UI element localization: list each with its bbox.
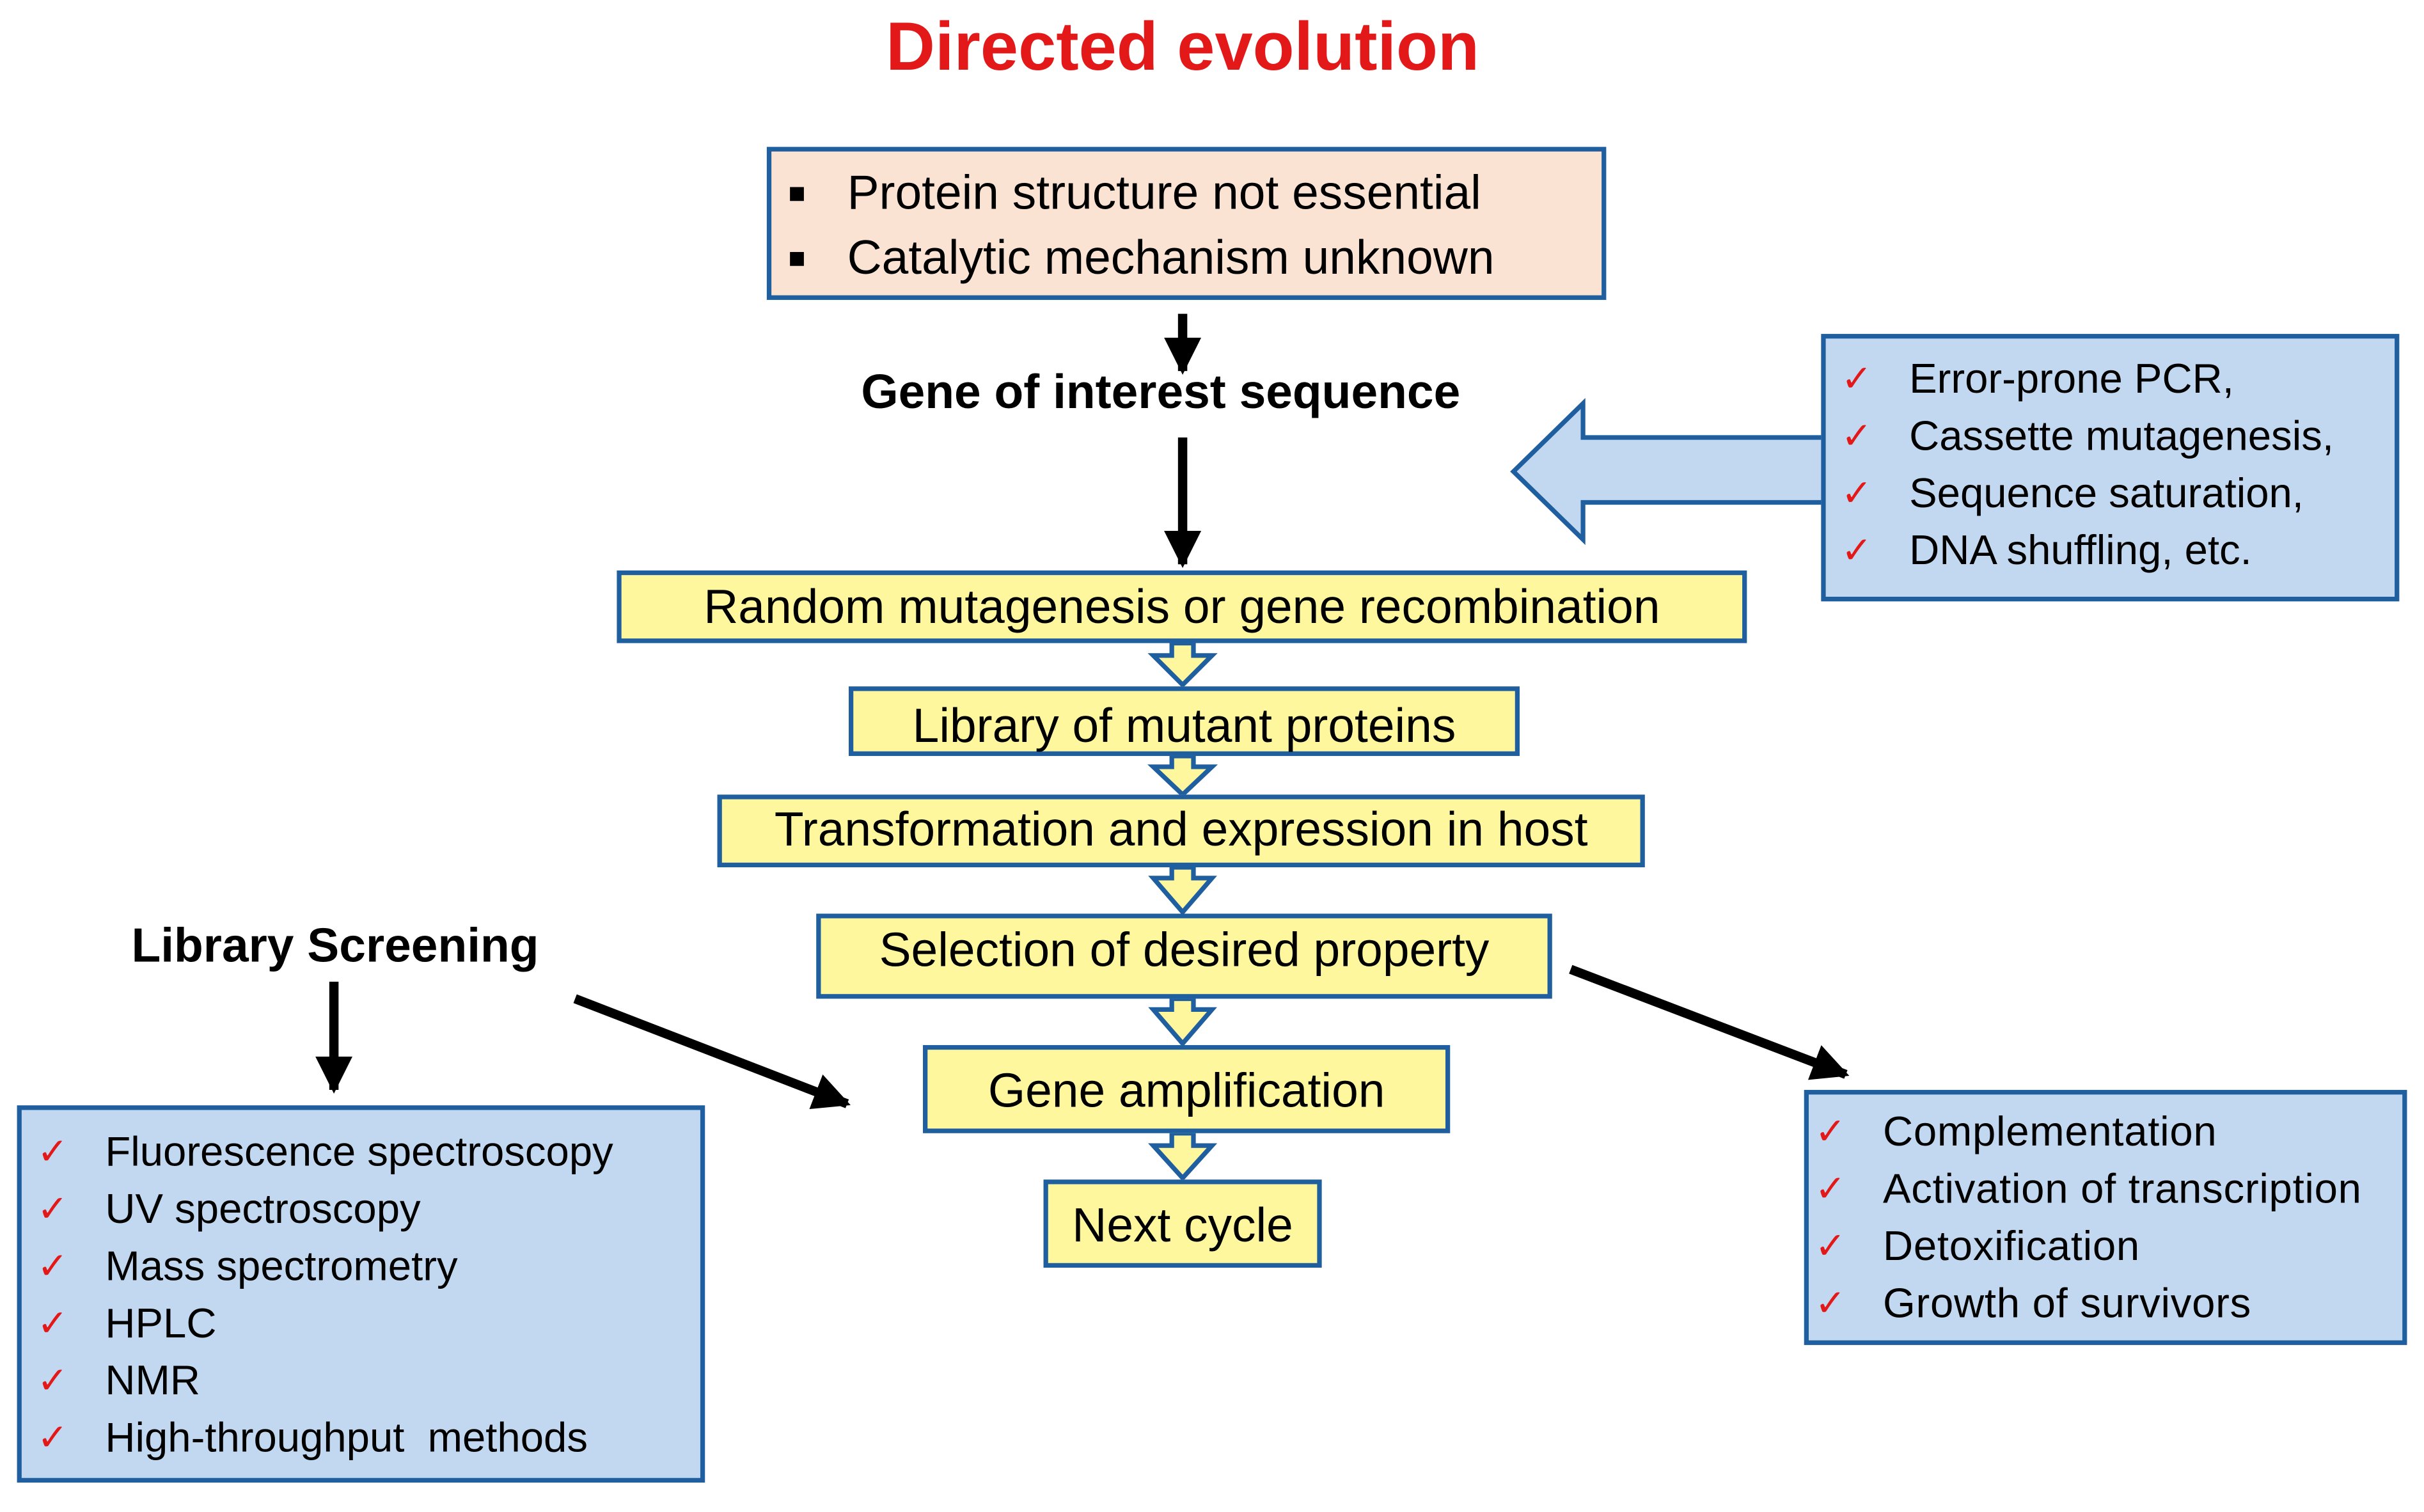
arrow-selection-to-methods — [1569, 965, 1850, 1080]
hollow-down-arrow-icon — [1147, 753, 1218, 798]
method-item: ✓ DNA shuffling, etc. — [1841, 527, 2252, 574]
check-mark-icon: ✓ — [1814, 1283, 1846, 1325]
mutagenesis-methods-box: ✓ Error-prone PCR, ✓ Cassette mutagenesi… — [1821, 334, 2400, 602]
screening-methods-box: ✓ Fluorescence spectroscopy ✓ UV spectro… — [17, 1105, 705, 1483]
check-mark-icon: ✓ — [1841, 473, 1873, 515]
check-mark-icon: ✓ — [37, 1303, 68, 1345]
check-mark-icon: ✓ — [37, 1246, 68, 1288]
selection-item: ✓ Growth of survivors — [1814, 1280, 2251, 1327]
hollow-down-arrow-icon — [1147, 1131, 1218, 1182]
screening-item: ✓ Mass spectrometry — [37, 1243, 458, 1289]
screening-item: ✓ High-throughput methods — [37, 1414, 588, 1461]
hollow-down-arrow-icon — [1147, 640, 1218, 688]
premise-item: Protein structure not essential — [771, 161, 1602, 226]
check-mark-icon: ✓ — [37, 1131, 68, 1174]
square-bullet-icon — [790, 251, 804, 265]
step-transformation-expression: Transformation and expression in host — [717, 794, 1645, 867]
check-mark-icon: ✓ — [37, 1417, 68, 1460]
method-item: ✓ Error-prone PCR, — [1841, 355, 2234, 402]
selection-item: ✓ Activation of transcription — [1814, 1165, 2362, 1213]
hollow-down-arrow-icon — [1148, 996, 1217, 1048]
step-selection: Selection of desired property — [816, 913, 1552, 999]
method-item: ✓ Cassette mutagenesis, — [1841, 413, 2334, 459]
step-random-mutagenesis: Random mutagenesis or gene recombination — [617, 570, 1747, 643]
screening-item: ✓ Fluorescence spectroscopy — [37, 1128, 613, 1175]
hollow-down-arrow-icon — [1148, 865, 1217, 916]
method-item: ✓ Sequence saturation, — [1841, 469, 2304, 517]
selection-item: ✓ Detoxification — [1814, 1222, 2140, 1270]
check-mark-icon: ✓ — [1814, 1225, 1846, 1268]
screening-item: ✓ NMR — [37, 1357, 201, 1404]
step-next-cycle: Next cycle — [1043, 1179, 1322, 1268]
selection-item: ✓ Complementation — [1814, 1108, 2217, 1155]
hollow-left-arrow-icon — [1510, 398, 1823, 546]
check-mark-icon: ✓ — [37, 1360, 68, 1403]
screening-item: ✓ HPLC — [37, 1300, 217, 1347]
check-mark-icon: ✓ — [1814, 1111, 1846, 1154]
check-mark-icon: ✓ — [1814, 1169, 1846, 1211]
check-mark-icon: ✓ — [1841, 416, 1873, 458]
library-screening-heading: Library Screening — [131, 918, 539, 973]
selection-methods-box: ✓ Complementation ✓ Activation of transc… — [1804, 1090, 2407, 1345]
square-bullet-icon — [790, 186, 804, 201]
check-mark-icon: ✓ — [37, 1188, 68, 1231]
step-gene-amplification: Gene amplification — [923, 1044, 1451, 1133]
premise-box: Protein structure not essential Catalyti… — [766, 146, 1607, 300]
gene-of-interest-label: Gene of interest sequence — [861, 365, 1461, 420]
check-mark-icon: ✓ — [1841, 358, 1873, 401]
check-mark-icon: ✓ — [1841, 530, 1873, 572]
arrow-screening-to-amplification — [573, 994, 851, 1110]
premise-item: Catalytic mechanism unknown — [771, 226, 1602, 291]
step-mutant-library: Library of mutant proteins — [848, 686, 1520, 756]
diagram-title: Directed evolution — [886, 9, 1479, 85]
screening-item: ✓ UV spectroscopy — [37, 1185, 421, 1232]
